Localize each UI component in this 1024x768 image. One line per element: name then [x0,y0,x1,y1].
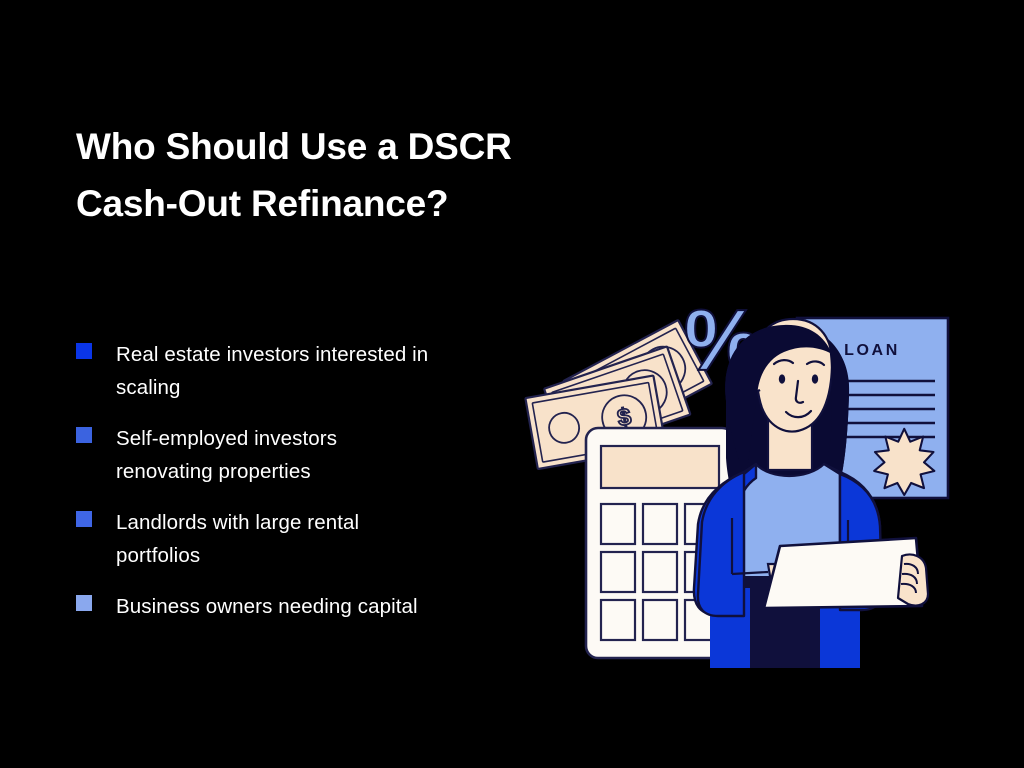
title-line-2: Cash-Out Refinance? [76,183,449,224]
bullet-square-1-icon [76,343,92,359]
bullet-label-2: Self-employed investors renovating prope… [116,427,338,483]
sleeve-seam-left [731,570,769,576]
held-document [762,536,924,610]
banknotes-icon: $ $ $ [524,319,713,470]
eye-left [778,374,786,384]
eyebrow-right [805,360,826,367]
eye-right [811,374,819,384]
list-item: Landlords with large rental portfolios [76,506,496,572]
bullet-list: Real estate investors interested in scal… [76,338,496,641]
page-title: Who Should Use a DSCR Cash-Out Refinance… [76,118,596,232]
seal-starburst-icon [873,427,936,497]
list-item: Business owners needing capital [76,590,496,623]
loan-document-label: LOAN [844,342,900,359]
eyebrow-left [772,359,795,366]
nose [794,379,805,404]
list-item: Real estate investors interested in scal… [76,338,496,404]
dscr-refinance-illustration: $ $ $ [488,288,968,678]
svg-text:$: $ [615,403,633,432]
bullet-square-4-icon [76,595,92,611]
hand-right [896,553,930,607]
bullet-label-4: Business owners needing capital [116,595,418,618]
mouth [784,409,813,419]
list-item: Self-employed investors renovating prope… [76,422,496,488]
bullet-label-3: Landlords with large rental portfolios [116,511,360,567]
bullet-square-3-icon [76,511,92,527]
bullet-square-2-icon [76,427,92,443]
person-illustration [692,317,930,668]
bullet-label-1: Real estate investors interested in scal… [116,343,429,399]
jacket-body-left [696,462,758,618]
title-line-1: Who Should Use a DSCR [76,126,512,167]
hair-front-left [725,324,832,480]
